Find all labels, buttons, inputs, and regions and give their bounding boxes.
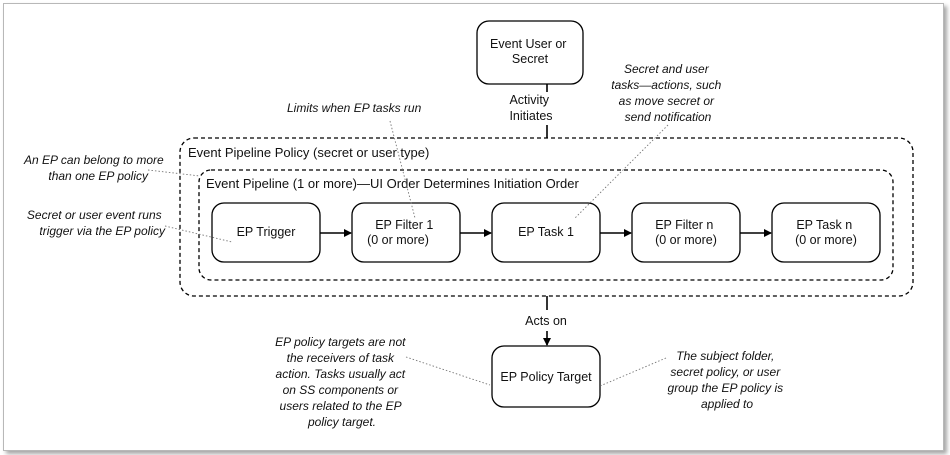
event-user-or-secret-label: Event User or Secret bbox=[490, 37, 570, 66]
ep-task-1-label: EP Task 1 bbox=[518, 225, 574, 239]
event-pipeline-policy-label: Event Pipeline Policy (secret or user ty… bbox=[188, 145, 429, 160]
event-user-or-secret-node bbox=[476, 20, 584, 85]
note-tasks: Secret and user tasks—actions, such as m… bbox=[611, 62, 724, 124]
leader-tasks bbox=[574, 124, 669, 219]
note-trigger: Secret or user event runs trigger via th… bbox=[27, 208, 166, 238]
event-pipeline-group bbox=[198, 169, 894, 281]
leader-belong bbox=[147, 169, 201, 177]
note-subject: The subject folder, secret policy, or us… bbox=[668, 349, 787, 411]
activity-initiates-label: Activity Initiates bbox=[509, 93, 552, 123]
leader-trigger bbox=[164, 225, 233, 243]
ep-policy-target-node bbox=[491, 345, 601, 408]
note-belong: An EP can belong to more than one EP pol… bbox=[23, 153, 167, 183]
ep-filter-1-label: EP Filter 1 (0 or more) bbox=[367, 218, 437, 247]
ep-policy-target-label: EP Policy Target bbox=[500, 370, 592, 384]
leader-subject bbox=[599, 357, 667, 387]
leader-targets bbox=[405, 356, 491, 386]
event-pipeline-label: Event Pipeline (1 or more)—UI Order Dete… bbox=[206, 176, 579, 191]
note-targets: EP policy targets are not the receivers … bbox=[275, 335, 409, 429]
ep-trigger-label: EP Trigger bbox=[237, 225, 296, 239]
event-pipeline-policy-group bbox=[179, 137, 914, 297]
acts-on-label: Acts on bbox=[525, 314, 567, 328]
ep-filter-n-label: EP Filter n (0 or more) bbox=[655, 218, 717, 247]
leader-limits bbox=[389, 120, 416, 219]
ep-task-n-label: EP Task n (0 or more) bbox=[795, 218, 857, 247]
ep-task-n-node bbox=[771, 202, 881, 263]
note-limits: Limits when EP tasks run bbox=[287, 101, 422, 115]
